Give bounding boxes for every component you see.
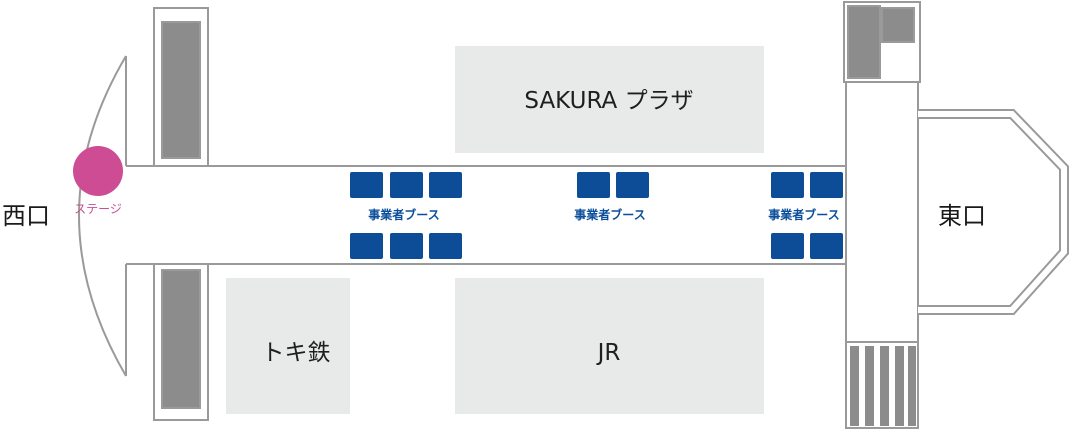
east-exit-label: 東口 <box>938 202 986 230</box>
stage-label: ステージ <box>74 202 122 216</box>
booth <box>429 172 462 198</box>
area-jr-label: JR <box>596 340 621 366</box>
east-concourse <box>845 81 919 343</box>
booth <box>771 233 804 259</box>
area-toki-tetsu: トキ鉄 <box>226 278 350 414</box>
booth-group-1-label: 事業者ブース <box>368 207 439 222</box>
booth <box>810 233 843 259</box>
area-sakura-plaza: SAKURA プラザ <box>455 46 764 153</box>
booth <box>577 172 610 198</box>
west-exit-label: 西口 <box>2 202 50 230</box>
booth <box>429 233 462 259</box>
area-jr: JR <box>455 278 764 414</box>
east-exit-outline-inner <box>918 111 1067 313</box>
area-toki-tetsu-label: トキ鉄 <box>262 340 331 366</box>
east-stairs-upper <box>843 1 921 83</box>
booth <box>390 172 423 198</box>
west-stairs-lower <box>153 263 209 421</box>
booth-group-2: 事業者ブース <box>574 172 649 222</box>
east-stairs-lower <box>845 341 919 429</box>
booth-group-3: 事業者ブース <box>768 172 843 259</box>
booth-group-3-label: 事業者ブース <box>768 207 839 222</box>
booth <box>810 172 843 198</box>
west-stage-arc <box>78 55 127 377</box>
stage-circle <box>73 146 123 196</box>
stage-marker: ステージ <box>73 146 123 216</box>
booth <box>390 233 423 259</box>
booth-group-1: 事業者ブース <box>350 172 462 259</box>
booth-group-2-label: 事業者ブース <box>574 207 645 222</box>
main-corridor <box>126 165 847 265</box>
booth <box>771 172 804 198</box>
area-sakura-plaza-label: SAKURA プラザ <box>524 88 693 114</box>
booth <box>350 233 383 259</box>
booth <box>350 172 383 198</box>
booth <box>616 172 649 198</box>
west-stairs-upper <box>153 7 209 167</box>
